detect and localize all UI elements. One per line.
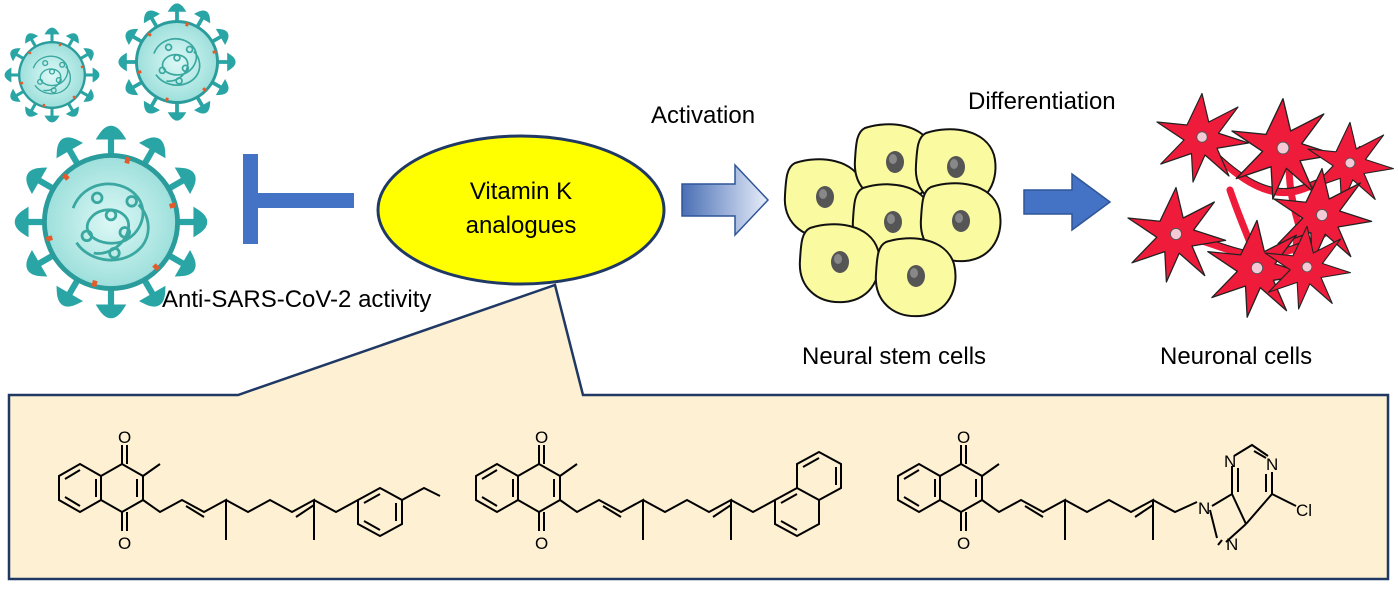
antiviral-label: Anti-SARS-CoV-2 activity bbox=[162, 286, 432, 313]
structure-3-n3: N bbox=[1224, 452, 1236, 471]
differentiation-label: Differentiation bbox=[968, 88, 1116, 115]
structure-3-oxygen-bottom: O bbox=[957, 534, 970, 553]
structure-3-diagram bbox=[897, 443, 1297, 546]
structure-2-diagram bbox=[475, 445, 842, 540]
differentiation-arrow-icon bbox=[1023, 172, 1112, 232]
virus-small-1-icon bbox=[6, 29, 98, 121]
structure-3-n7: N bbox=[1226, 535, 1238, 554]
structure-1-oxygen-bottom: O bbox=[118, 534, 131, 553]
structures-panel bbox=[7, 283, 1390, 581]
neural-stem-cells-label: Neural stem cells bbox=[802, 343, 987, 370]
neuronal-cells-icon bbox=[1127, 92, 1394, 318]
structure-3-n1: N bbox=[1266, 455, 1278, 474]
activation-label: Activation bbox=[651, 102, 756, 129]
structure-1-oxygen-top: O bbox=[118, 428, 131, 447]
vitamin-k-ellipse bbox=[376, 134, 666, 286]
structure-3-oxygen-top: O bbox=[957, 428, 970, 447]
neural-stem-cells-icon bbox=[783, 123, 1002, 318]
structure-2-oxygen-bottom: O bbox=[535, 534, 548, 553]
activation-arrow-icon bbox=[681, 163, 770, 237]
inhibition-symbol bbox=[243, 154, 354, 244]
structure-3-chlorine: Cl bbox=[1296, 501, 1312, 520]
virus-small-2-icon bbox=[120, 5, 233, 118]
structure-2-oxygen-top: O bbox=[535, 428, 548, 447]
vitamin-k-label-line1: Vitamin K bbox=[469, 178, 573, 205]
vitamin-k-label-line2: analogues bbox=[465, 212, 577, 239]
structure-3-n9: N bbox=[1198, 499, 1210, 518]
neuronal-cells-label: Neuronal cells bbox=[1160, 343, 1313, 370]
structure-1-diagram bbox=[58, 445, 441, 540]
